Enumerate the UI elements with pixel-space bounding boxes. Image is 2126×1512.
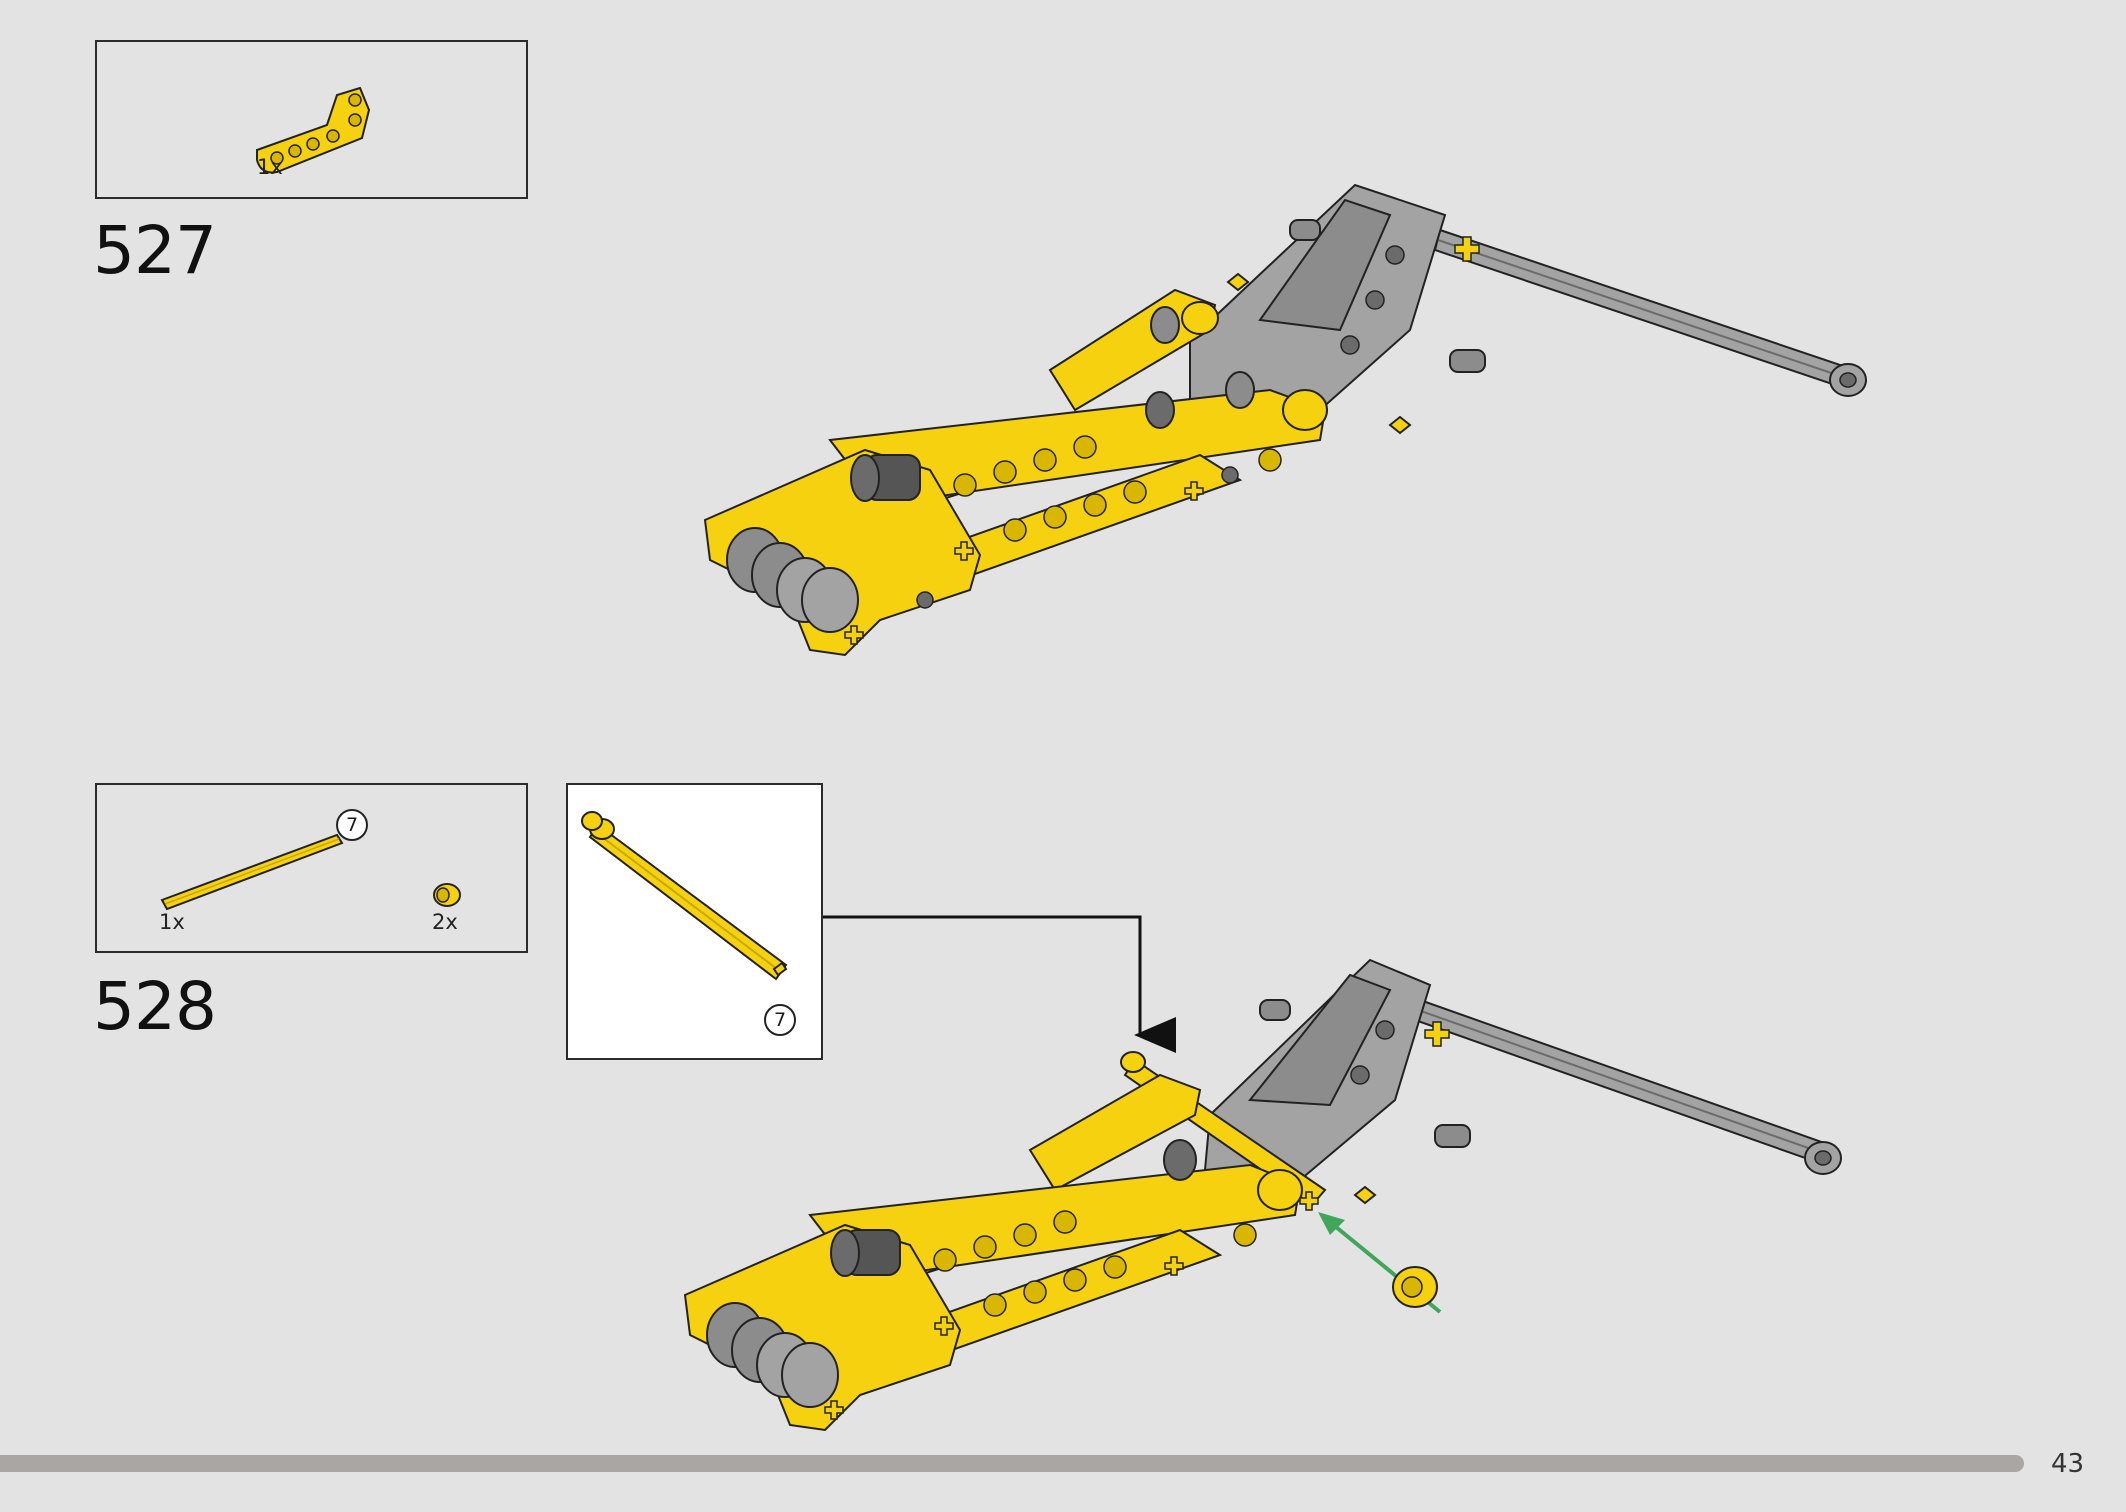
bent-liftarm-part-image xyxy=(256,86,371,174)
page-progress-bar xyxy=(0,1455,2024,1472)
axle-with-stop-image xyxy=(581,811,788,981)
step-number: 527 xyxy=(93,212,217,289)
step-528-model xyxy=(683,958,1842,1432)
part-quantity: 1x xyxy=(159,910,185,934)
part-quantity: 1x xyxy=(257,155,283,179)
page-number: 43 xyxy=(2051,1449,2085,1479)
step-527-parts-box: 1x xyxy=(95,40,528,199)
step-528-parts-box: 7 1x 2x xyxy=(95,783,528,953)
step-527-model xyxy=(703,183,1867,657)
part-quantity: 2x xyxy=(432,910,458,934)
step-number: 528 xyxy=(93,968,217,1045)
axle-and-bush-part-images xyxy=(160,833,461,911)
sub-assembly-callout: 7 xyxy=(566,783,823,1060)
callout-length-label: 7 xyxy=(764,1004,796,1036)
axle-length-label: 7 xyxy=(336,809,368,841)
